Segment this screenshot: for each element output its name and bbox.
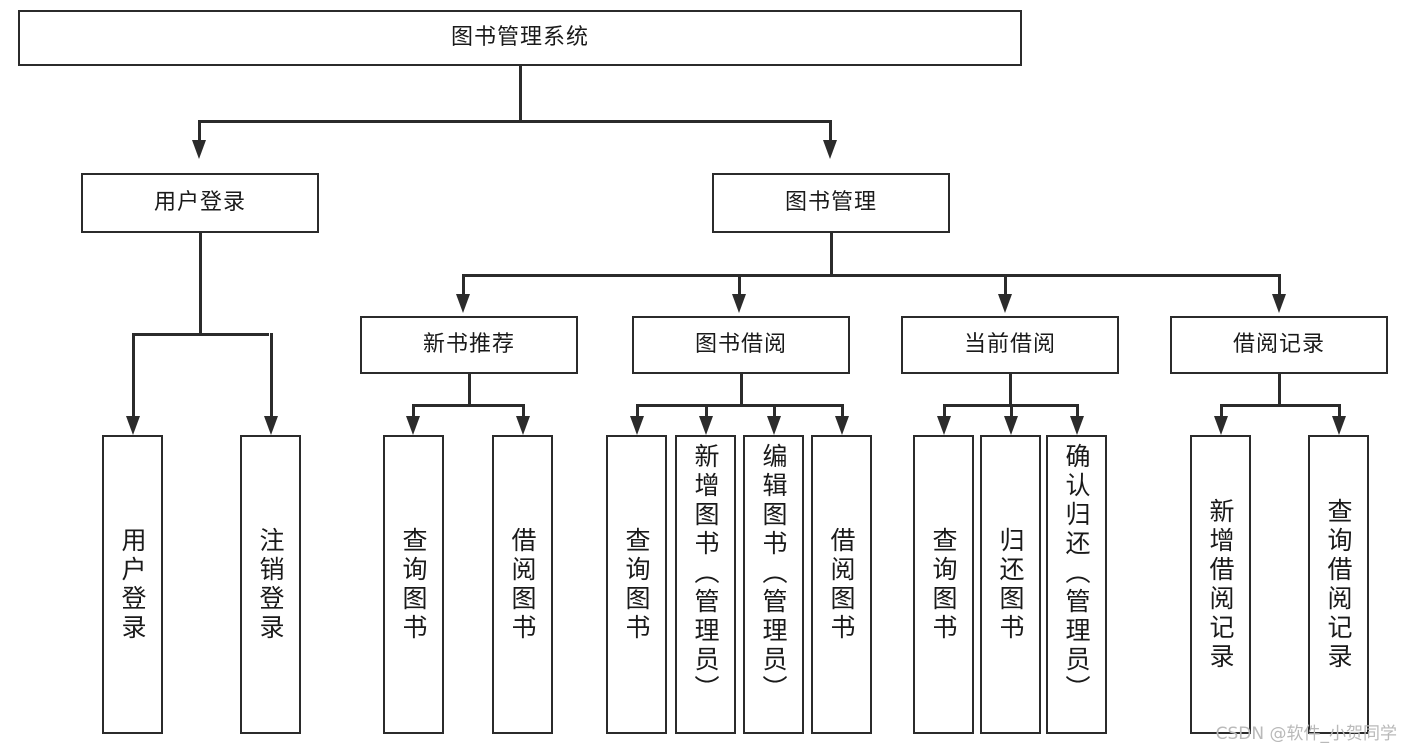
- connector-drop-bo-4: [841, 404, 844, 418]
- leaf-label: 新增借阅记录: [1206, 497, 1235, 672]
- connector-drop-records: [1278, 274, 1281, 296]
- node-user-login[interactable]: 用户登录: [81, 173, 319, 233]
- leaf-borrow-book-new[interactable]: 借阅图书: [492, 435, 553, 734]
- connector-drop-cu-1: [943, 404, 946, 418]
- connector-drop-login-2: [270, 333, 273, 417]
- connector-drop-user-login: [198, 120, 201, 143]
- connector-drop-borrow: [738, 274, 741, 296]
- arrowhead-cu-2: [1004, 416, 1018, 435]
- connector-current-stem: [1009, 374, 1012, 405]
- node-root-system[interactable]: 图书管理系统: [18, 10, 1022, 66]
- connector-drop-nb-1: [412, 404, 415, 418]
- leaf-label: 借阅图书: [827, 526, 856, 643]
- leaf-add-borrow-record[interactable]: 新增借阅记录: [1190, 435, 1251, 734]
- node-book-management[interactable]: 图书管理: [712, 173, 950, 233]
- leaf-logout[interactable]: 注销登录: [240, 435, 301, 734]
- connector-drop-new-book: [462, 274, 465, 296]
- node-label: 图书管理: [784, 189, 877, 215]
- leaf-label: 借阅图书: [508, 526, 537, 643]
- connector-drop-cu-3: [1076, 404, 1079, 418]
- connector-drop-bo-3: [773, 404, 776, 418]
- leaf-add-book-admin[interactable]: 新增图书（管理员）: [675, 435, 736, 734]
- arrowhead-book-manage: [822, 140, 837, 159]
- connector-borrow-bus: [636, 404, 843, 407]
- arrowhead-current: [998, 294, 1012, 313]
- connector-drop-login-1: [132, 333, 135, 417]
- connector-records-stem: [1278, 374, 1281, 405]
- connector-drop-bo-2: [705, 404, 708, 418]
- arrowhead-nb-2: [516, 416, 530, 435]
- leaf-query-borrow-record[interactable]: 查询借阅记录: [1308, 435, 1369, 734]
- leaf-query-book-current[interactable]: 查询图书: [913, 435, 974, 734]
- node-current-borrow[interactable]: 当前借阅: [901, 316, 1119, 374]
- leaf-return-book[interactable]: 归还图书: [980, 435, 1041, 734]
- connector-drop-cu-2: [1010, 404, 1013, 418]
- arrowhead-bo-3: [767, 416, 781, 435]
- arrowhead-records: [1272, 294, 1286, 313]
- arrowhead-borrow: [732, 294, 746, 313]
- arrowhead-cu-3: [1070, 416, 1084, 435]
- node-label: 图书管理系统: [450, 24, 589, 50]
- leaf-label: 归还图书: [996, 526, 1025, 643]
- connector-new-book-bus: [412, 404, 525, 407]
- arrowhead-bo-4: [835, 416, 849, 435]
- connector-drop-bo-1: [636, 404, 639, 418]
- leaf-user-login[interactable]: 用户登录: [102, 435, 163, 734]
- arrowhead-user-login: [191, 140, 206, 159]
- watermark-text: CSDN @软件_小贺同学: [1215, 724, 1397, 744]
- leaf-edit-book-admin[interactable]: 编辑图书（管理员）: [743, 435, 804, 734]
- connector-drop-re-2: [1338, 404, 1341, 418]
- connector-user-login-stem: [199, 233, 202, 334]
- leaf-label: 查询图书: [622, 526, 651, 643]
- leaf-label: 编辑图书（管理员）: [759, 443, 788, 704]
- arrowhead-bo-2: [699, 416, 713, 435]
- node-label: 图书借阅: [694, 331, 787, 357]
- arrowhead-new-book: [456, 294, 470, 313]
- node-label: 当前借阅: [963, 331, 1056, 357]
- connector-drop-current: [1004, 274, 1007, 296]
- connector-level2-bus: [198, 120, 832, 123]
- arrowhead-nb-1: [406, 416, 420, 435]
- connector-book-manage-stem: [830, 233, 833, 275]
- connector-borrow-stem: [740, 374, 743, 405]
- leaf-borrow-book[interactable]: 借阅图书: [811, 435, 872, 734]
- leaf-label: 查询图书: [929, 526, 958, 643]
- node-borrow-records[interactable]: 借阅记录: [1170, 316, 1388, 374]
- connector-level3-bus: [462, 274, 1280, 277]
- connector-new-book-stem: [468, 374, 471, 405]
- leaf-label: 用户登录: [118, 526, 147, 643]
- connector-records-bus: [1220, 404, 1338, 407]
- arrowhead-login-2: [264, 416, 278, 435]
- leaf-query-book-new[interactable]: 查询图书: [383, 435, 444, 734]
- node-label: 借阅记录: [1232, 331, 1325, 357]
- arrowhead-re-1: [1214, 416, 1228, 435]
- connector-drop-re-1: [1220, 404, 1223, 418]
- connector-drop-book-manage: [829, 120, 832, 143]
- node-new-book-recommend[interactable]: 新书推荐: [360, 316, 578, 374]
- leaf-label: 查询借阅记录: [1324, 497, 1353, 672]
- node-book-borrow[interactable]: 图书借阅: [632, 316, 850, 374]
- leaf-label: 新增图书（管理员）: [691, 443, 720, 704]
- arrowhead-re-2: [1332, 416, 1346, 435]
- connector-user-login-bus: [132, 333, 269, 336]
- leaf-query-book-borrow[interactable]: 查询图书: [606, 435, 667, 734]
- connector-root-stem: [519, 66, 522, 121]
- leaf-label: 查询图书: [399, 526, 428, 643]
- arrowhead-bo-1: [630, 416, 644, 435]
- arrowhead-cu-1: [937, 416, 951, 435]
- leaf-label: 确认归还（管理员）: [1062, 443, 1091, 704]
- leaf-label: 注销登录: [256, 526, 285, 643]
- arrowhead-login-1: [126, 416, 140, 435]
- node-label: 新书推荐: [422, 331, 515, 357]
- leaf-confirm-return-admin[interactable]: 确认归还（管理员）: [1046, 435, 1107, 734]
- connector-drop-nb-2: [522, 404, 525, 418]
- node-label: 用户登录: [153, 189, 246, 215]
